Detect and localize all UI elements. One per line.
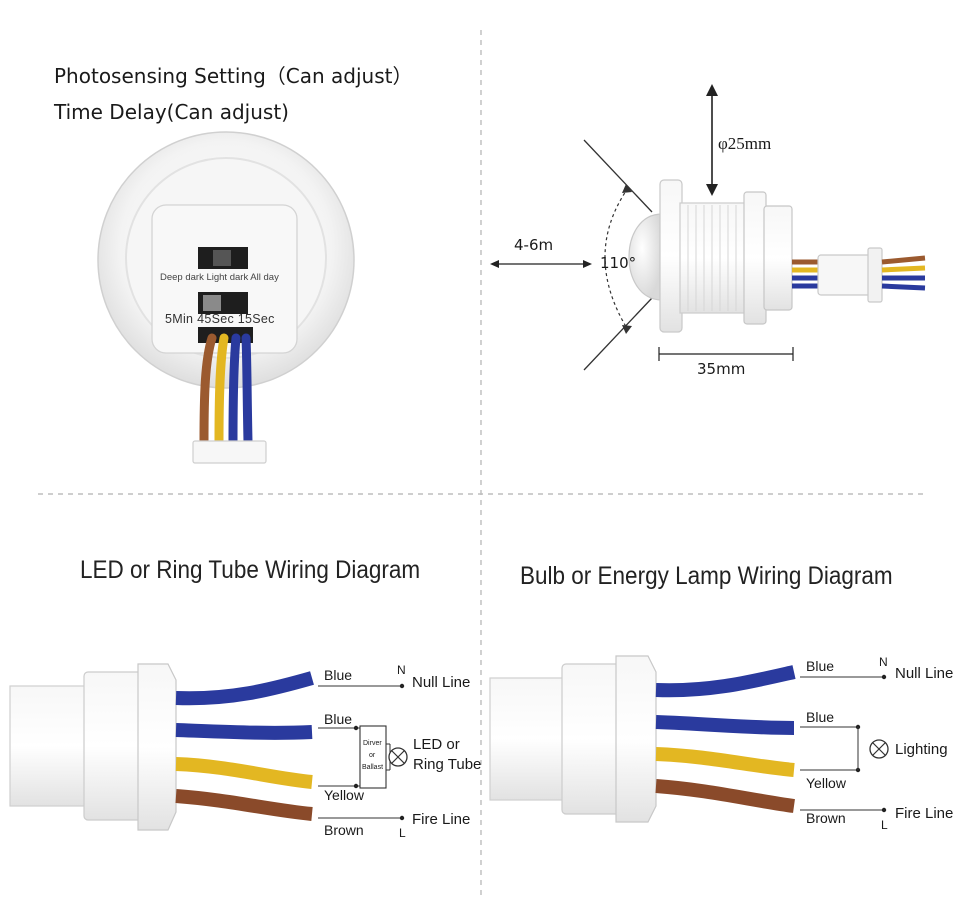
bulb-n-mark: N — [879, 655, 888, 669]
bulb-null-line-label: Null Line — [895, 665, 954, 682]
driver-label-1: Dirver — [363, 740, 382, 747]
angle-dimension: 110° — [600, 254, 637, 272]
range-dimension: 4-6m — [514, 236, 554, 254]
bulb-diagram-title: Bulb or Energy Lamp Wiring Diagram — [520, 562, 893, 590]
time-delay-label: Time Delay(Can adjust) — [54, 100, 289, 124]
led-fire-line-label: Fire Line — [412, 811, 471, 828]
bulb-yellow-wire-label: Yellow — [806, 775, 846, 791]
led-wiring-diagram — [9, 663, 408, 831]
led-load-label-1: LED or — [413, 736, 460, 753]
diameter-dimension: φ25mm — [718, 134, 772, 153]
led-null-line-label: Null Line — [412, 674, 471, 691]
bulb-l-mark: L — [881, 818, 888, 832]
length-dimension: 35mm — [697, 360, 746, 378]
sensor-back-view — [97, 131, 355, 464]
connector-plug — [192, 440, 267, 464]
bulb-brown-wire-label: Brown — [806, 810, 846, 826]
light-setting-scale: Deep dark Light dark All day — [160, 272, 279, 283]
led-brown-wire-label: Brown — [324, 822, 364, 838]
led-yellow-wire-label: Yellow — [324, 787, 364, 803]
bulb-blue-wire-1-label: Blue — [806, 658, 835, 674]
led-n-mark: N — [397, 663, 406, 677]
led-diagram-title: LED or Ring Tube Wiring Diagram — [80, 556, 421, 584]
sensor-side-view — [490, 84, 926, 371]
photosensing-setting-label: Photosensing Setting（Can adjust） — [54, 64, 413, 88]
driver-label-2: or — [369, 752, 376, 759]
led-lamp-symbol — [388, 747, 408, 767]
led-blue-wire-1-label: Blue — [324, 667, 353, 683]
driver-label-3: Ballast — [362, 764, 384, 771]
bulb-lamp-symbol — [869, 739, 889, 759]
bulb-lighting-label: Lighting — [895, 741, 948, 758]
driver-ballast-box — [359, 725, 387, 789]
bulb-wiring-diagram — [489, 655, 889, 823]
time-setting-scale: 5Min 45Sec 15Sec — [165, 312, 275, 326]
bulb-fire-line-label: Fire Line — [895, 805, 954, 822]
led-blue-wire-2-label: Blue — [324, 711, 353, 727]
led-load-label-2: Ring Tube — [413, 756, 482, 773]
led-l-mark: L — [399, 826, 406, 840]
bulb-blue-wire-2-label: Blue — [806, 709, 835, 725]
